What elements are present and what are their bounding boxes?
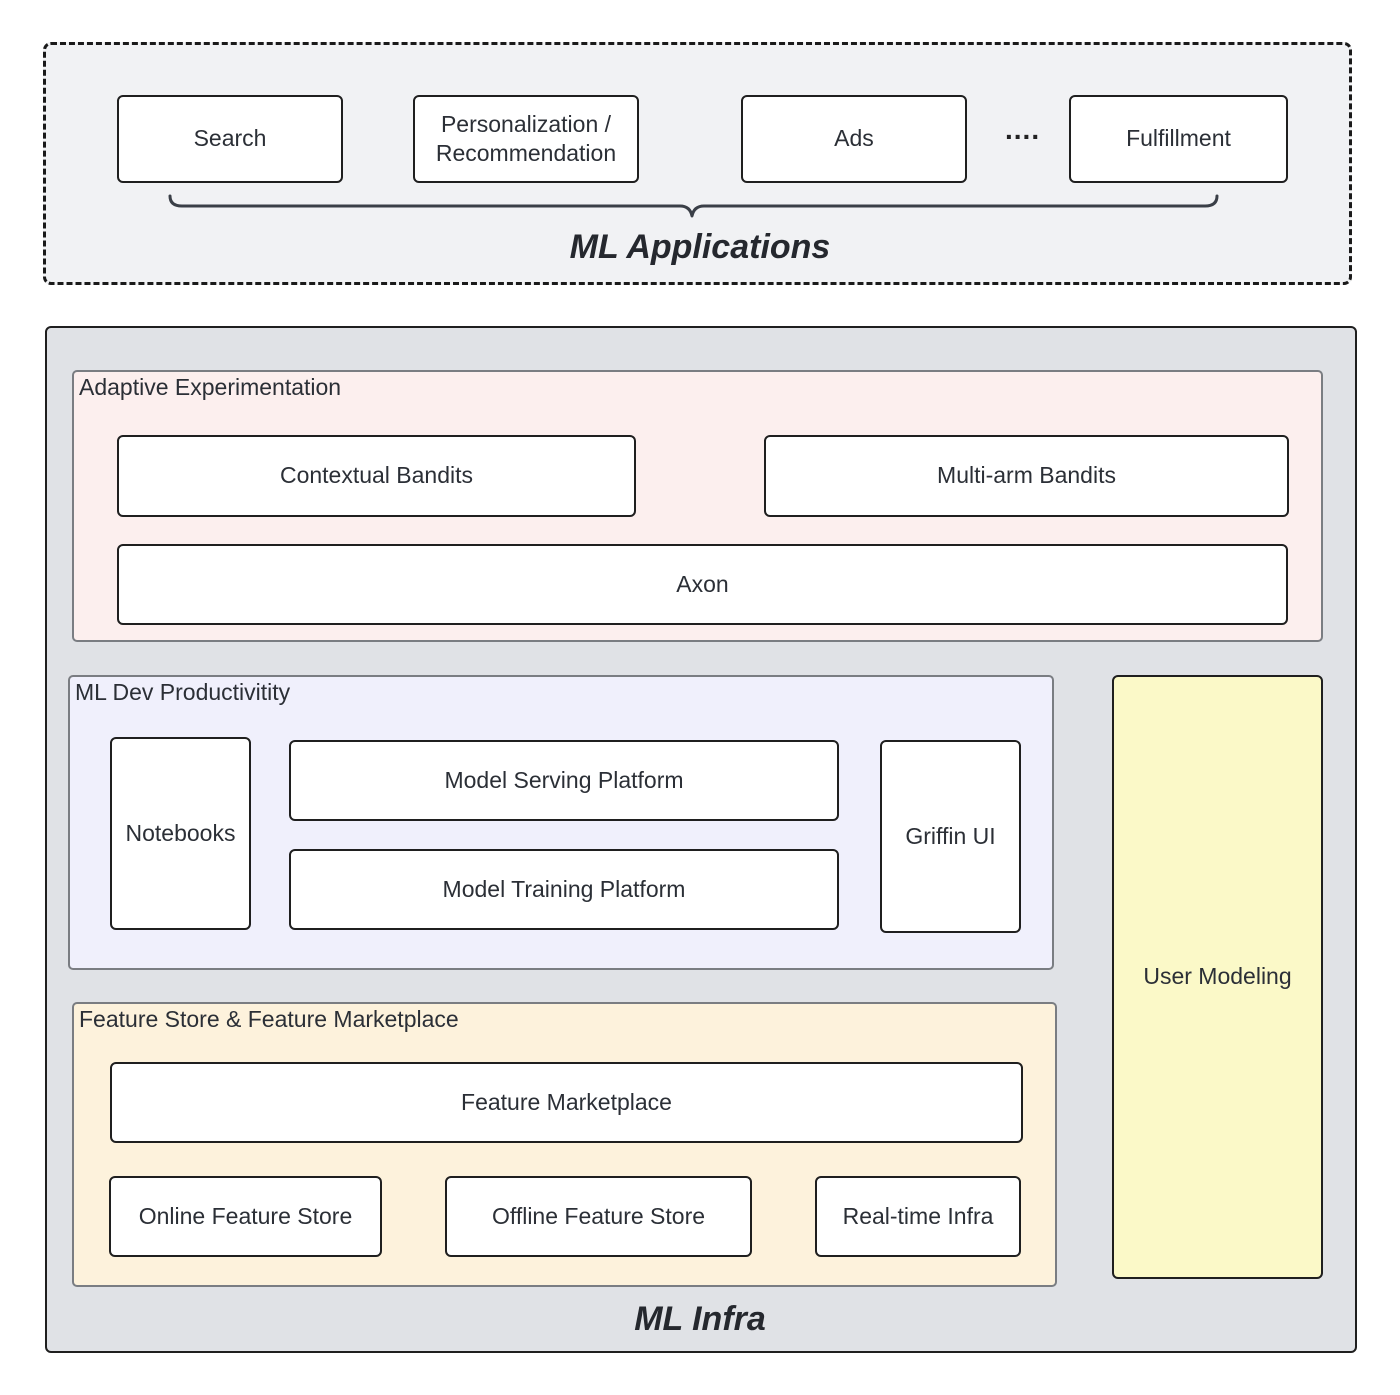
contextual-bandits-box[interactable]: Contextual Bandits bbox=[117, 435, 636, 517]
app-ads-label: Ads bbox=[834, 125, 874, 152]
offline-feature-store-label: Offline Feature Store bbox=[491, 1202, 706, 1229]
contextual-bandits-label: Contextual Bandits bbox=[279, 462, 474, 489]
user-modeling-box[interactable]: User Modeling bbox=[1112, 675, 1323, 1279]
realtime-infra-label: Real-time Infra bbox=[842, 1202, 994, 1229]
ml-dev-productivity-label: ML Dev Productivitity bbox=[75, 679, 291, 705]
apps-ellipsis: .... bbox=[1005, 114, 1041, 145]
axon-box[interactable]: Axon bbox=[117, 544, 1288, 625]
offline-feature-store-box[interactable]: Offline Feature Store bbox=[445, 1176, 752, 1257]
model-training-platform-box[interactable]: Model Training Platform bbox=[289, 849, 839, 930]
user-modeling-label: User Modeling bbox=[1143, 963, 1292, 990]
app-personalization-label: Personalization / Recommendation bbox=[435, 110, 617, 166]
app-fulfillment-label: Fulfillment bbox=[1126, 125, 1231, 152]
app-search[interactable]: Search bbox=[117, 95, 343, 183]
notebooks-label: Notebooks bbox=[125, 819, 236, 846]
adaptive-experimentation-label: Adaptive Experimentation bbox=[79, 374, 342, 400]
online-feature-store-label: Online Feature Store bbox=[138, 1202, 353, 1229]
online-feature-store-box[interactable]: Online Feature Store bbox=[109, 1176, 382, 1257]
feature-marketplace-label: Feature Marketplace bbox=[461, 1088, 672, 1115]
axon-label: Axon bbox=[676, 570, 729, 597]
app-search-label: Search bbox=[193, 125, 267, 152]
multi-arm-bandits-box[interactable]: Multi-arm Bandits bbox=[764, 435, 1289, 517]
ml-applications-title: ML Applications bbox=[569, 228, 831, 266]
model-serving-platform-box[interactable]: Model Serving Platform bbox=[289, 740, 839, 821]
feature-store-label: Feature Store & Feature Marketplace bbox=[79, 1006, 459, 1032]
model-training-platform-label: Model Training Platform bbox=[442, 875, 686, 902]
app-fulfillment[interactable]: Fulfillment bbox=[1069, 95, 1288, 183]
griffin-ui-box[interactable]: Griffin UI bbox=[880, 740, 1021, 933]
multi-arm-bandits-label: Multi-arm Bandits bbox=[937, 462, 1116, 489]
realtime-infra-box[interactable]: Real-time Infra bbox=[815, 1176, 1021, 1257]
app-ads[interactable]: Ads bbox=[741, 95, 967, 183]
feature-marketplace-box[interactable]: Feature Marketplace bbox=[110, 1062, 1023, 1143]
notebooks-box[interactable]: Notebooks bbox=[110, 737, 251, 930]
ml-infra-title: ML Infra bbox=[634, 1300, 766, 1338]
griffin-ui-label: Griffin UI bbox=[905, 822, 996, 849]
model-serving-platform-label: Model Serving Platform bbox=[444, 766, 684, 793]
app-personalization-recommendation[interactable]: Personalization / Recommendation bbox=[413, 95, 639, 183]
applications-brace bbox=[168, 194, 1219, 218]
